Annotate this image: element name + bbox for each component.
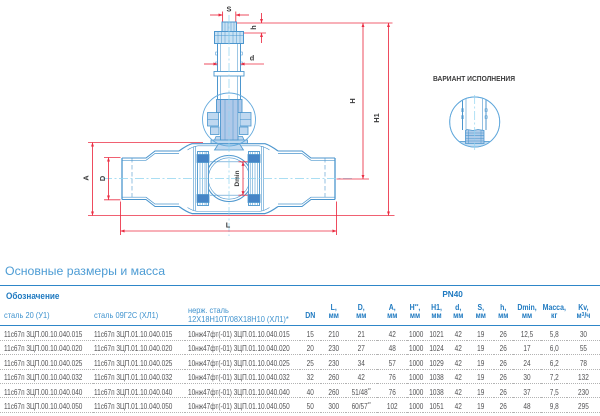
svg-text:d: d [250, 54, 255, 63]
svg-text:S: S [227, 5, 232, 14]
svg-text:h: h [249, 25, 258, 30]
svg-text:D: D [98, 175, 107, 181]
svg-text:H: H [348, 98, 357, 103]
svg-text:H1: H1 [372, 113, 381, 123]
svg-text:L: L [226, 221, 231, 230]
svg-text:ВАРИАНТ ИСПОЛНЕНИЯ: ВАРИАНТ ИСПОЛНЕНИЯ [433, 74, 515, 83]
svg-text:Dmin: Dmin [234, 170, 241, 186]
svg-text:A: A [82, 175, 91, 181]
